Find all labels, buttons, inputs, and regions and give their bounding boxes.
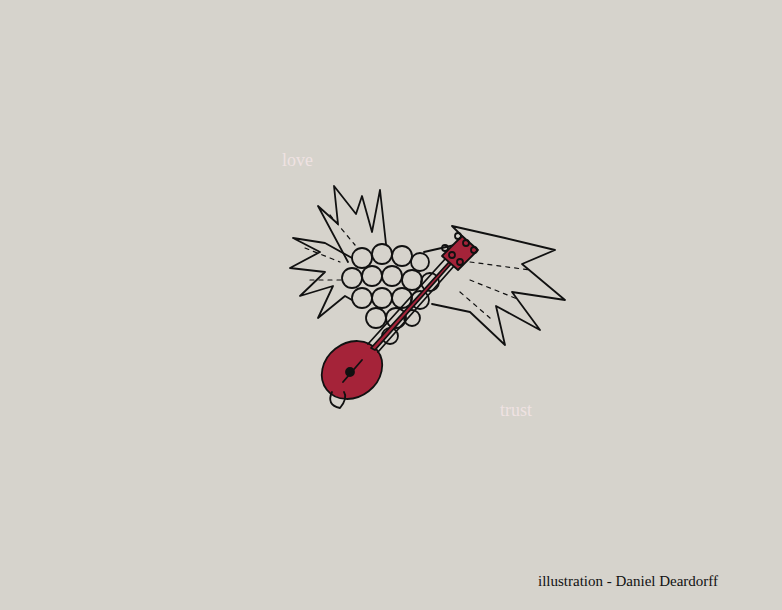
right-wing: [424, 226, 565, 345]
circle-fill: [220, 20, 782, 600]
illustration-credit: illustration - Daniel Deardorff: [538, 573, 718, 590]
mandolin: [310, 233, 478, 411]
circle-label: trust: [500, 400, 532, 421]
love-circle: love: [14, 20, 598, 604]
top-feathers: [318, 186, 386, 262]
trust-circle: trust: [220, 20, 782, 600]
circle-outline: [220, 20, 782, 600]
circle-label: love: [282, 150, 313, 171]
circle-fill: [14, 20, 598, 604]
circle-outline: [14, 20, 598, 604]
